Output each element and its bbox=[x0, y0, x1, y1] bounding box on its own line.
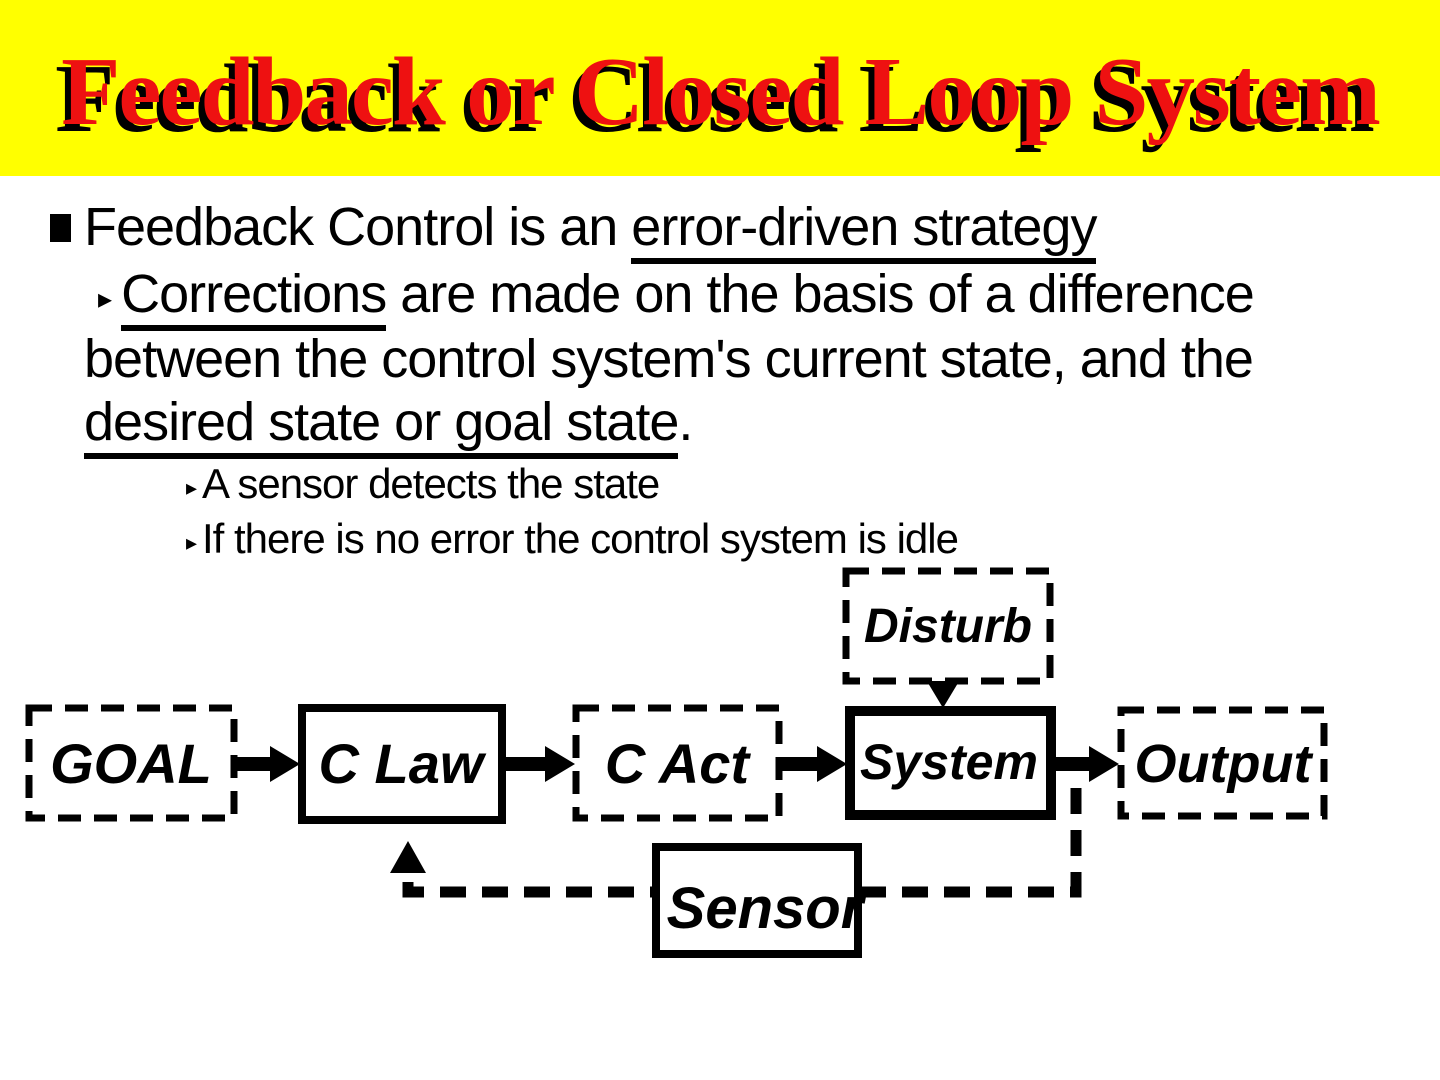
arrow-goal-to-claw-icon bbox=[236, 746, 300, 782]
arrow-system-to-output-icon bbox=[1053, 746, 1119, 782]
arrow-cact-to-system-icon bbox=[781, 746, 847, 782]
square-bullet-icon bbox=[50, 214, 71, 242]
c-act-label: C Act bbox=[605, 732, 752, 795]
control-loop-diagram: GOAL C Law C Act System Output Disturb S… bbox=[25, 567, 1328, 958]
disturb-label: Disturb bbox=[864, 600, 1032, 653]
goal-box bbox=[25, 704, 238, 822]
line6-text: If there is no error the control system … bbox=[201, 515, 959, 562]
bullet-line-6: ▸If there is no error the control system… bbox=[186, 515, 959, 563]
c-law-box bbox=[298, 704, 506, 824]
bullet-line-4: desired state or goal state. bbox=[84, 391, 693, 459]
feedback-up-arrowhead-icon bbox=[390, 841, 426, 873]
line3-text: between the control system's current sta… bbox=[84, 329, 1254, 389]
bullet-line-5: ▸A sensor detects the state bbox=[186, 460, 660, 508]
arrow-claw-to-cact-icon bbox=[504, 746, 575, 782]
line1-underlined-text: error-driven strategy bbox=[631, 197, 1097, 264]
sensor-box bbox=[652, 843, 862, 958]
system-label: System bbox=[860, 734, 1038, 790]
triangle-bullet-icon: ▸ bbox=[186, 529, 197, 555]
arrow-disturb-to-system-icon bbox=[925, 678, 961, 708]
disturb-box bbox=[842, 567, 1054, 685]
c-act-box bbox=[572, 704, 783, 822]
system-box bbox=[845, 706, 1056, 820]
output-label: Output bbox=[1135, 734, 1314, 794]
output-box bbox=[1117, 706, 1328, 820]
line1-text: Feedback Control is an bbox=[84, 197, 632, 257]
bullet-line-2: ▸ Corrections are made on the basis of a … bbox=[98, 263, 1255, 331]
slide-title: Feedback or Closed Loop System bbox=[61, 37, 1381, 145]
goal-label: GOAL bbox=[50, 732, 212, 795]
line4-underlined-text: desired state or goal state bbox=[84, 392, 679, 459]
triangle-bullet-icon: ▸ bbox=[98, 283, 112, 315]
line4-text: . bbox=[678, 392, 693, 452]
triangle-bullet-icon: ▸ bbox=[186, 474, 197, 500]
bullet-line-3: between the control system's current sta… bbox=[84, 328, 1254, 390]
line2-underlined-text: Corrections bbox=[121, 264, 387, 331]
line5-text: A sensor detects the state bbox=[201, 460, 660, 507]
line2-text: are made on the basis of a difference bbox=[386, 264, 1255, 324]
title-banner: Feedback or Closed Loop System bbox=[0, 0, 1440, 176]
sensor-label: Sensor bbox=[667, 876, 867, 941]
c-law-label: C Law bbox=[319, 732, 487, 795]
bullet-line-1: Feedback Control is an error-driven stra… bbox=[50, 196, 1097, 264]
